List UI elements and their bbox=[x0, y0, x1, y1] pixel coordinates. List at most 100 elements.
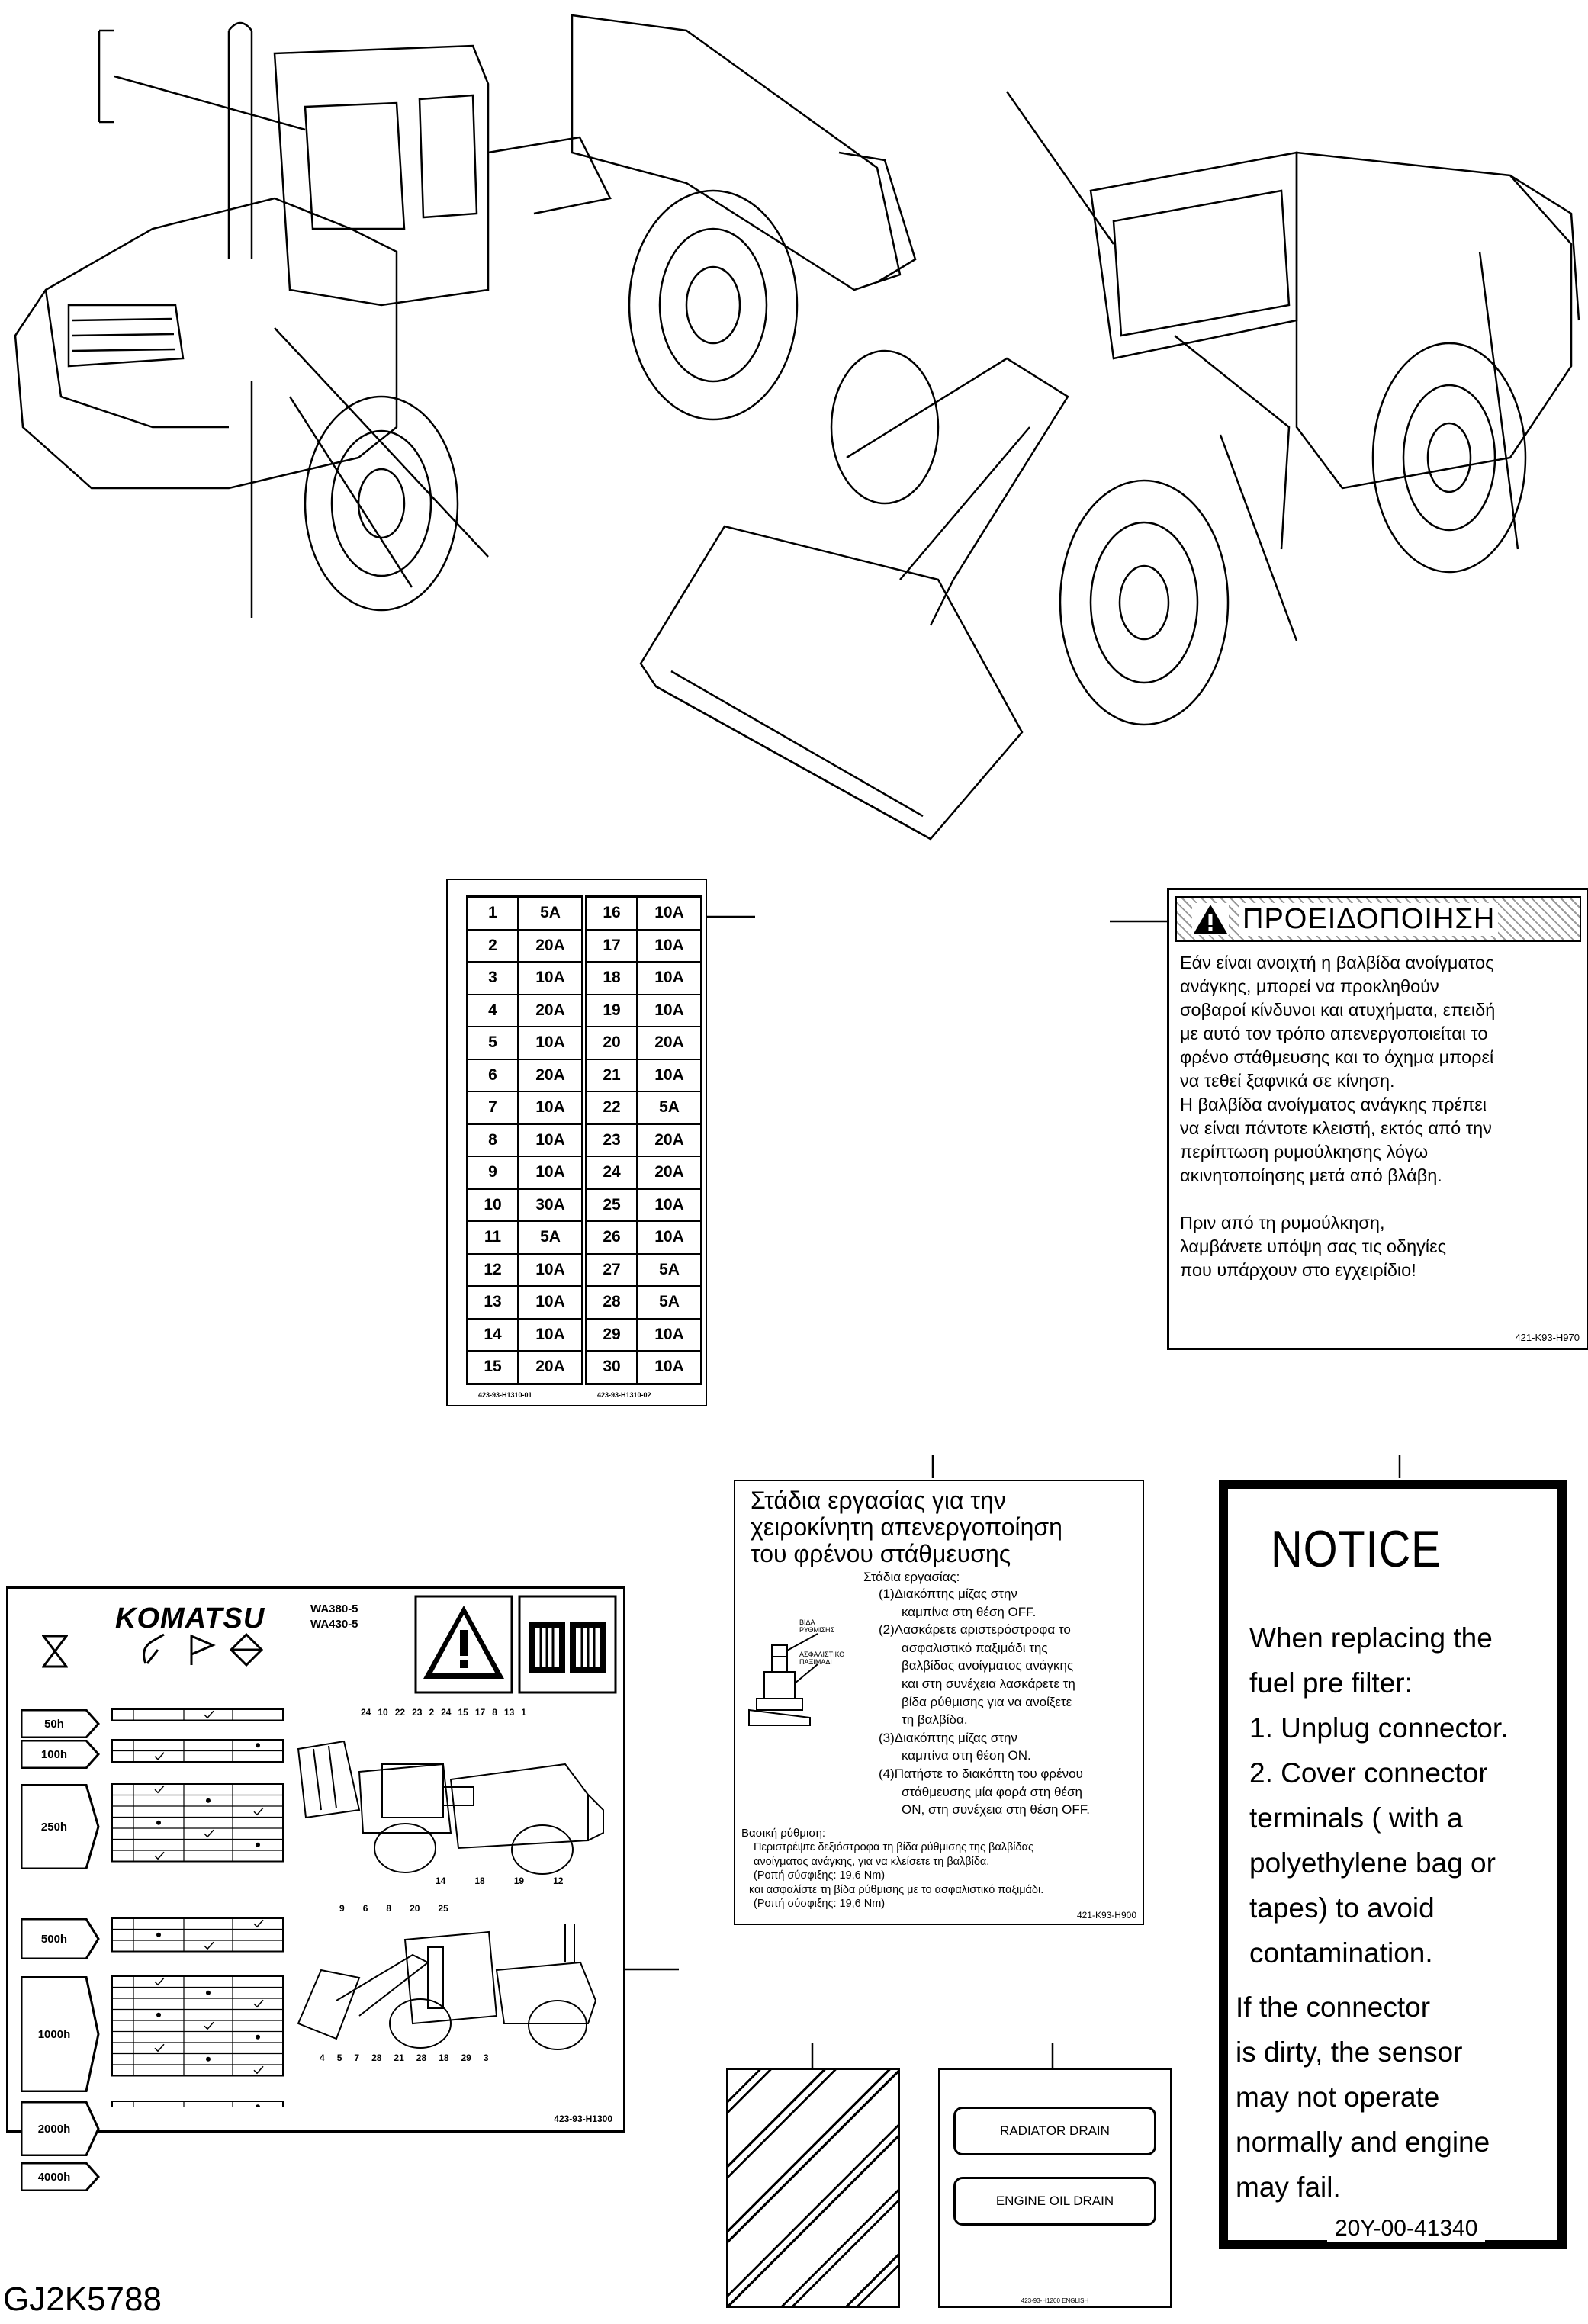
figure-code: GJ2K5788 bbox=[3, 2281, 162, 2318]
brake-step-line: βίδα ρύθμισης για να ανοίξετε bbox=[902, 1694, 1072, 1709]
warning-line: περίπτωση ρυμούλκησης λόγω bbox=[1180, 1142, 1429, 1162]
fuse-amperage: 20A bbox=[654, 1130, 684, 1149]
interval-arrow-icon bbox=[21, 1784, 100, 1869]
fuse-code-left: 423-93-H1310-01 bbox=[478, 1391, 532, 1399]
notice-line: may not operate bbox=[1236, 2081, 1440, 2113]
brake-release-label: Στάδια εργασίας για την χειροκίνητη απεν… bbox=[734, 1480, 1144, 1925]
fuse-number: 22 bbox=[587, 1092, 638, 1123]
model-line: WA380-5 bbox=[310, 1602, 358, 1615]
callout-number: 14 bbox=[436, 1876, 446, 1886]
brake-step-line: ασφαλιστικό παξιμάδι της bbox=[902, 1640, 1048, 1655]
callout-number: 1 bbox=[521, 1707, 526, 1718]
notice-line: is dirty, the sensor bbox=[1236, 2036, 1463, 2068]
callout-number: 28 bbox=[416, 2052, 427, 2063]
notice-line: normally and engine bbox=[1236, 2126, 1490, 2158]
callout-number: 17 bbox=[474, 1707, 486, 1718]
fuse-amperage: 20A bbox=[654, 1163, 684, 1181]
interval-arrow-icon bbox=[21, 1976, 100, 2092]
fuse-number: 15 bbox=[468, 1352, 519, 1383]
fuse-number: 13 bbox=[468, 1287, 519, 1318]
brake-step-line: καμπίνα στη θέση OFF. bbox=[902, 1604, 1037, 1619]
fuse-amperage: 5A bbox=[659, 1260, 680, 1278]
brake-step-line: καμπίνα στη θέση ON. bbox=[902, 1748, 1031, 1763]
fuse-amperage: 10A bbox=[535, 969, 565, 987]
interval-arrow-icon bbox=[21, 1918, 100, 1959]
callout-number: 15 bbox=[458, 1707, 468, 1718]
warning-icon bbox=[414, 1595, 513, 1694]
fuse-row: 13 10A bbox=[468, 1287, 581, 1320]
notice-line: 1. Unplug connector. bbox=[1249, 1712, 1509, 1744]
interval-arrow-icon bbox=[21, 1709, 100, 1738]
maintenance-code: 423-93-H1300 bbox=[554, 2113, 612, 2124]
brake-step-line: ON, στη συνέχεια στη θέση OFF. bbox=[902, 1802, 1090, 1818]
brake-title-line: χειροκίνητη απενεργοποίηση bbox=[751, 1513, 1062, 1541]
fuse-number: 29 bbox=[587, 1319, 638, 1350]
fuse-number: 8 bbox=[468, 1124, 519, 1156]
fuse-amperage: 10A bbox=[654, 1228, 684, 1246]
fuse-number: 7 bbox=[468, 1092, 519, 1123]
fuse-amperage: 10A bbox=[654, 936, 684, 954]
fuse-number: 25 bbox=[587, 1189, 638, 1220]
lubricate-icon bbox=[143, 1633, 165, 1664]
fuse-amperage: 10A bbox=[654, 1195, 684, 1213]
fuse-number: 6 bbox=[468, 1059, 519, 1091]
interval-label: 250h bbox=[40, 1820, 68, 1834]
interval-tag: 50h bbox=[21, 1709, 100, 1738]
notice-line: fuel pre filter: bbox=[1249, 1667, 1413, 1699]
fuse-amperage: 20A bbox=[535, 1001, 565, 1019]
basic-adjust-line: (Ροπή σύσφιξης: 19,6 Nm) bbox=[754, 1869, 886, 1882]
fuse-number: 9 bbox=[468, 1157, 519, 1188]
fuse-number: 28 bbox=[587, 1287, 638, 1318]
brake-step-line: και στη συνέχεια λασκάρετε τη bbox=[902, 1676, 1075, 1691]
fuse-number: 19 bbox=[587, 995, 638, 1026]
loader-rear-view bbox=[14, 14, 917, 618]
callout-number: 3 bbox=[483, 2052, 489, 2063]
basic-adjust-line: Περιστρέψτε δεξιόστροφα τη βίδα ρύθμισης… bbox=[754, 1841, 1033, 1853]
fuse-amperage: 10A bbox=[535, 1325, 565, 1343]
model-line: WA430-5 bbox=[310, 1618, 358, 1631]
brake-title-line: Στάδια εργασίας για την bbox=[751, 1487, 1006, 1514]
callout-number: 20 bbox=[410, 1903, 420, 1914]
callout-number: 25 bbox=[438, 1903, 448, 1914]
fuse-amperage: 10A bbox=[654, 904, 684, 922]
brake-title: Στάδια εργασίας για την χειροκίνητη απεν… bbox=[751, 1487, 1062, 1567]
notice-code: 20Y-00-41340 bbox=[1327, 2216, 1486, 2242]
warning-line: με αυτό τον τρόπο απενεργοποιείται το bbox=[1180, 1024, 1488, 1043]
fuse-number: 23 bbox=[587, 1124, 638, 1156]
callout-number: 18 bbox=[439, 2052, 449, 2063]
fuse-amperage: 5A bbox=[540, 904, 561, 922]
fuse-number: 2 bbox=[468, 930, 519, 961]
leader-lines bbox=[625, 915, 1401, 2068]
warning-line: να είναι πάντοτε κλειστή, εκτός από την bbox=[1180, 1118, 1492, 1138]
callout-number: 29 bbox=[461, 2052, 471, 2063]
warning-line: Εάν είναι ανοιχτή η βαλβίδα ανοίγματος bbox=[1180, 953, 1494, 972]
fuse-row: 28 5A bbox=[587, 1287, 700, 1320]
loader-front-view bbox=[639, 91, 1580, 841]
brake-code: 421-K93-H900 bbox=[1076, 1910, 1136, 1921]
fuse-amperage: 20A bbox=[535, 936, 565, 954]
warning-header: ΠΡΟΕΙΔΟΠΟΙΗΣΗ bbox=[1175, 896, 1581, 942]
fuse-amperage: 5A bbox=[659, 1293, 680, 1311]
warning-code: 421-K93-H970 bbox=[1515, 1332, 1580, 1343]
fuse-number: 14 bbox=[468, 1319, 519, 1350]
fuse-amperage: 10A bbox=[535, 1293, 565, 1311]
valve-label-nut: ΑΣΦΑΛΙΣΤΙΚΟ ΠΑΞΙΜΑΔΙ bbox=[799, 1651, 845, 1666]
interval-label: 2000h bbox=[37, 2122, 71, 2136]
warning-line: λαμβάνετε υπόψη σας τις οδηγίες bbox=[1180, 1236, 1446, 1256]
callout-number: 2 bbox=[429, 1707, 435, 1718]
